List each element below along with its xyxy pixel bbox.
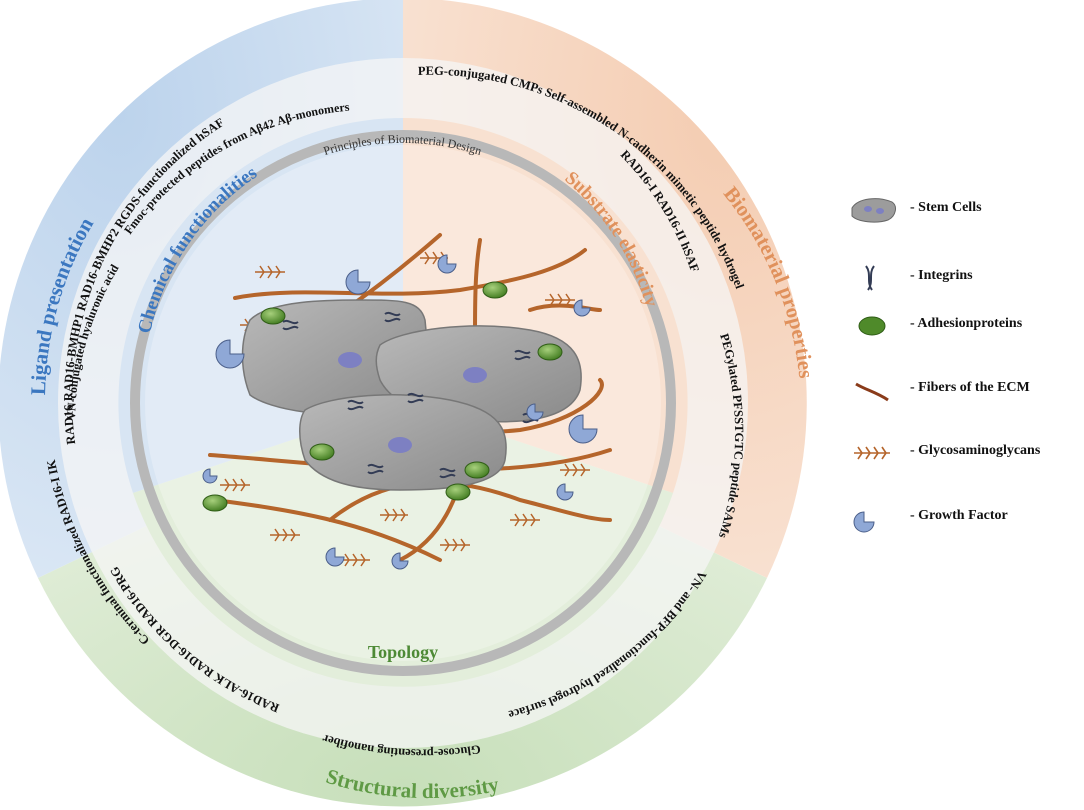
ecm-fiber-icon	[855, 382, 889, 402]
nucleus	[338, 352, 362, 368]
legend-item: - Integrins	[848, 258, 1084, 298]
adhesion-protein-icon	[858, 316, 886, 336]
legend-label: - Glycosaminoglycans	[910, 443, 1041, 458]
legend-item: - Stem Cells	[848, 190, 1084, 230]
legend-label: - Fibers of the ECM	[910, 380, 1030, 395]
glycosaminoglycan-icon	[854, 446, 890, 460]
nucleus	[463, 367, 487, 383]
growth-factor-icon	[853, 511, 875, 533]
legend-label: - Growth Factor	[910, 508, 1008, 523]
integrin-icon	[865, 265, 875, 291]
legend-label: - Stem Cells	[910, 200, 982, 215]
legend-item: - Glycosaminoglycans	[848, 433, 1084, 473]
legend-label: - Adhesionproteins	[910, 316, 1023, 331]
nucleus	[388, 437, 412, 453]
growth-factors	[202, 254, 598, 570]
ecm-illustration	[202, 233, 612, 570]
adhesion-proteins	[202, 281, 563, 512]
legend-item: - Fibers of the ECM	[848, 370, 1084, 410]
stem-cell-icon	[851, 198, 896, 223]
topology-label: Topology	[368, 642, 438, 662]
principles-ring	[130, 130, 676, 676]
legend-label: - Integrins	[910, 268, 973, 283]
legend-item: - Growth Factor	[848, 498, 1084, 538]
legend-item: - Adhesionproteins	[848, 306, 1084, 346]
